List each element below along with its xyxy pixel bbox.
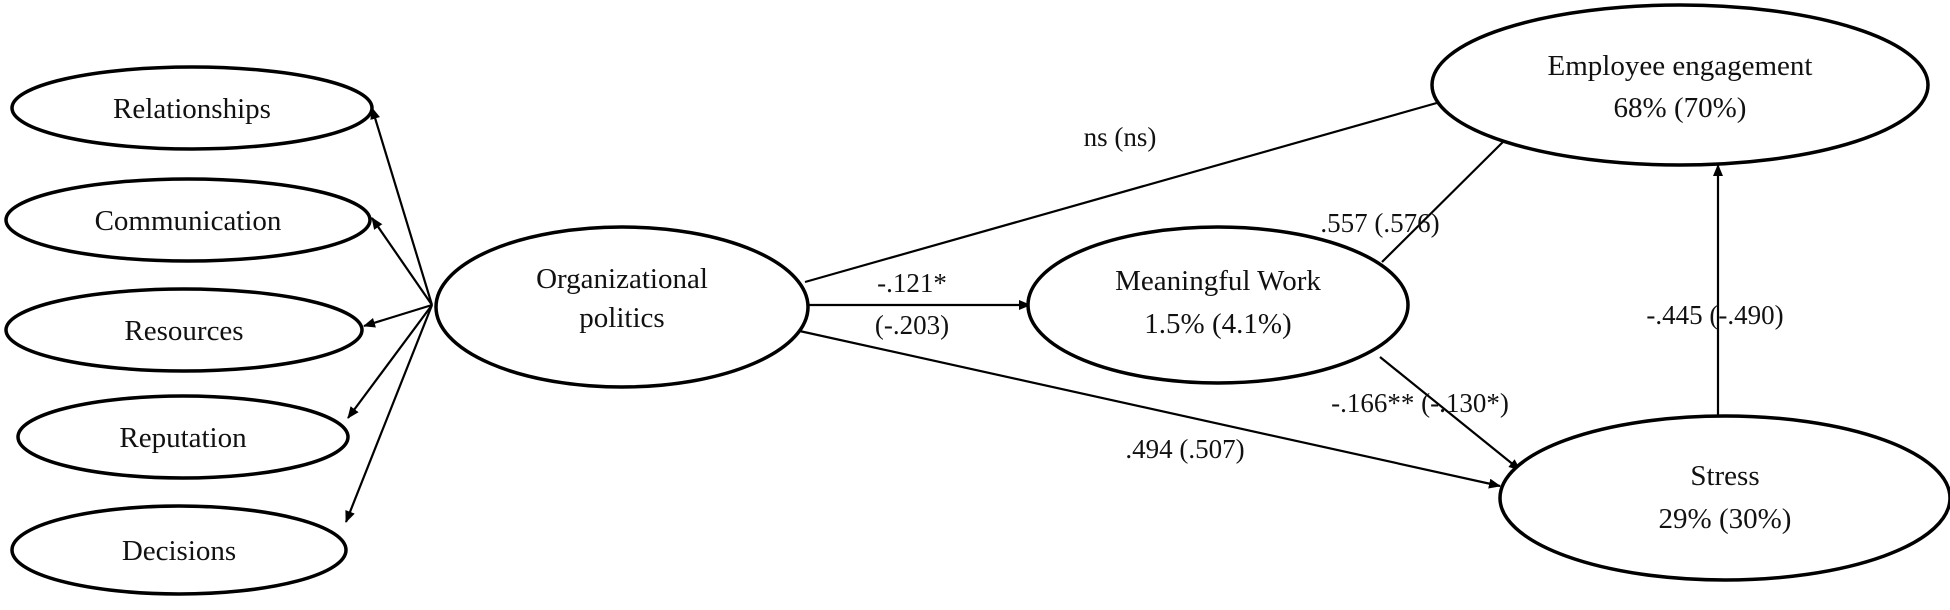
- node-decisions-label: Decisions: [122, 535, 236, 567]
- arrow-politics-to-communication: [371, 217, 433, 306]
- edge-labels: ns (ns) -.121* (-.203) .557 (.576) -.166…: [875, 122, 1784, 464]
- label-politics-to-meaningful-line2: (-.203): [875, 310, 949, 340]
- label-stress-to-engagement: -.445 (-.490): [1646, 300, 1783, 330]
- node-reputation-label: Reputation: [119, 422, 247, 454]
- node-meaningful-work-title: Meaningful Work: [1115, 265, 1321, 297]
- node-meaningful-work-value: 1.5% (4.1%): [1144, 308, 1291, 340]
- arrow-meaningful-to-engagement: [1381, 129, 1516, 263]
- node-stress-value: 29% (30%): [1659, 503, 1792, 535]
- node-organizational-politics: Organizational politics: [434, 225, 810, 389]
- node-organizational-politics-line1: Organizational: [536, 263, 708, 295]
- node-organizational-politics-line2: politics: [579, 302, 664, 334]
- node-resources-label: Resources: [124, 315, 243, 347]
- node-relationships-label: Relationships: [113, 93, 271, 125]
- arrow-politics-to-relationships: [370, 107, 434, 306]
- node-employee-engagement-title: Employee engagement: [1548, 50, 1813, 82]
- node-communication: Communication: [4, 177, 372, 263]
- node-communication-label: Communication: [95, 205, 282, 237]
- node-decisions: Decisions: [10, 504, 348, 596]
- node-stress-title: Stress: [1690, 460, 1759, 492]
- label-politics-to-stress: .494 (.507): [1125, 434, 1244, 464]
- node-reputation: Reputation: [16, 394, 350, 480]
- label-politics-to-meaningful-line1: -.121*: [877, 268, 947, 298]
- arrow-meaningful-to-stress: [1379, 356, 1521, 471]
- arrow-politics-to-stress: [794, 328, 1501, 489]
- node-stress: Stress 29% (30%): [1498, 414, 1950, 582]
- label-meaningful-to-stress: -.166** (-.130*): [1331, 388, 1509, 418]
- node-meaningful-work: Meaningful Work 1.5% (4.1%): [1026, 225, 1410, 385]
- arrow-politics-to-decisions: [344, 304, 434, 523]
- arrow-politics-to-resources: [363, 303, 433, 328]
- node-employee-engagement: Employee engagement 68% (70%): [1430, 3, 1930, 167]
- node-resources: Resources: [4, 287, 364, 373]
- arrow-politics-to-engagement: [804, 93, 1466, 284]
- path-arrows: [794, 93, 1723, 489]
- label-meaningful-to-engagement: .557 (.576): [1320, 208, 1439, 238]
- indicator-arrows: [344, 107, 434, 523]
- node-relationships: Relationships: [10, 65, 374, 151]
- node-employee-engagement-value: 68% (70%): [1614, 92, 1747, 124]
- label-politics-to-engagement: ns (ns): [1084, 122, 1157, 152]
- arrow-politics-to-reputation: [347, 304, 433, 419]
